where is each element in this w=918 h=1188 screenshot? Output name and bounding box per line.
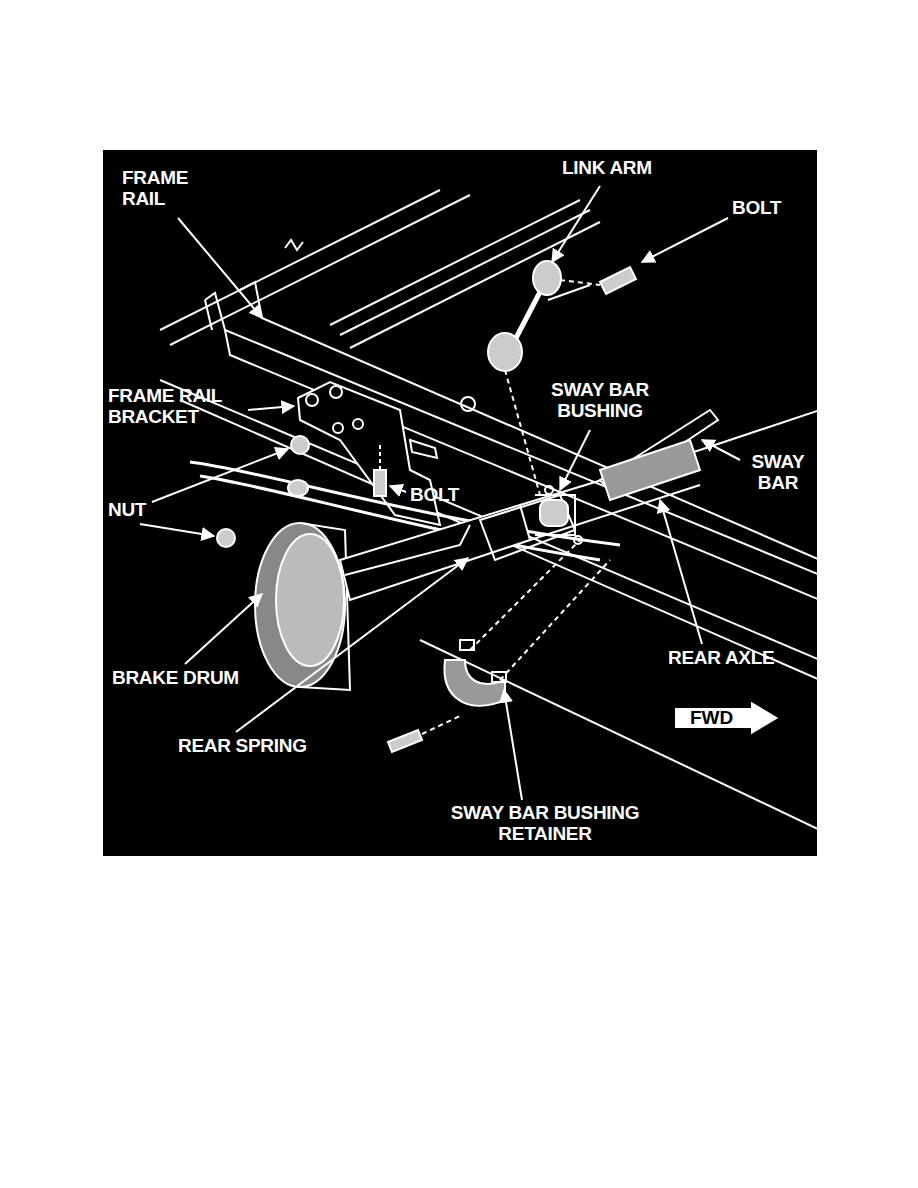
part-label: REAR SPRING <box>178 736 307 757</box>
part-label: BRAKE DRUM <box>112 668 239 689</box>
image-panel <box>103 150 817 856</box>
part-label: BOLT <box>732 198 781 219</box>
part-label: FRAME RAIL <box>122 168 212 210</box>
part-label: NUT <box>108 500 146 521</box>
part-label: FRAME RAIL BRACKET <box>108 386 248 428</box>
part-label: SWAY BAR BUSHING <box>540 380 660 422</box>
direction-arrow: FWD <box>672 698 782 738</box>
parts-drawing <box>160 190 817 830</box>
part-label: BOLT <box>410 485 459 506</box>
leader-lines <box>140 186 740 800</box>
part-label: SWAY BAR <box>742 452 814 494</box>
part-label: SWAY BAR BUSHING RETAINER <box>425 803 665 845</box>
part-label: LINK ARM <box>562 158 652 179</box>
part-label: REAR AXLE <box>668 648 774 669</box>
direction-text: FWD <box>672 698 751 728</box>
